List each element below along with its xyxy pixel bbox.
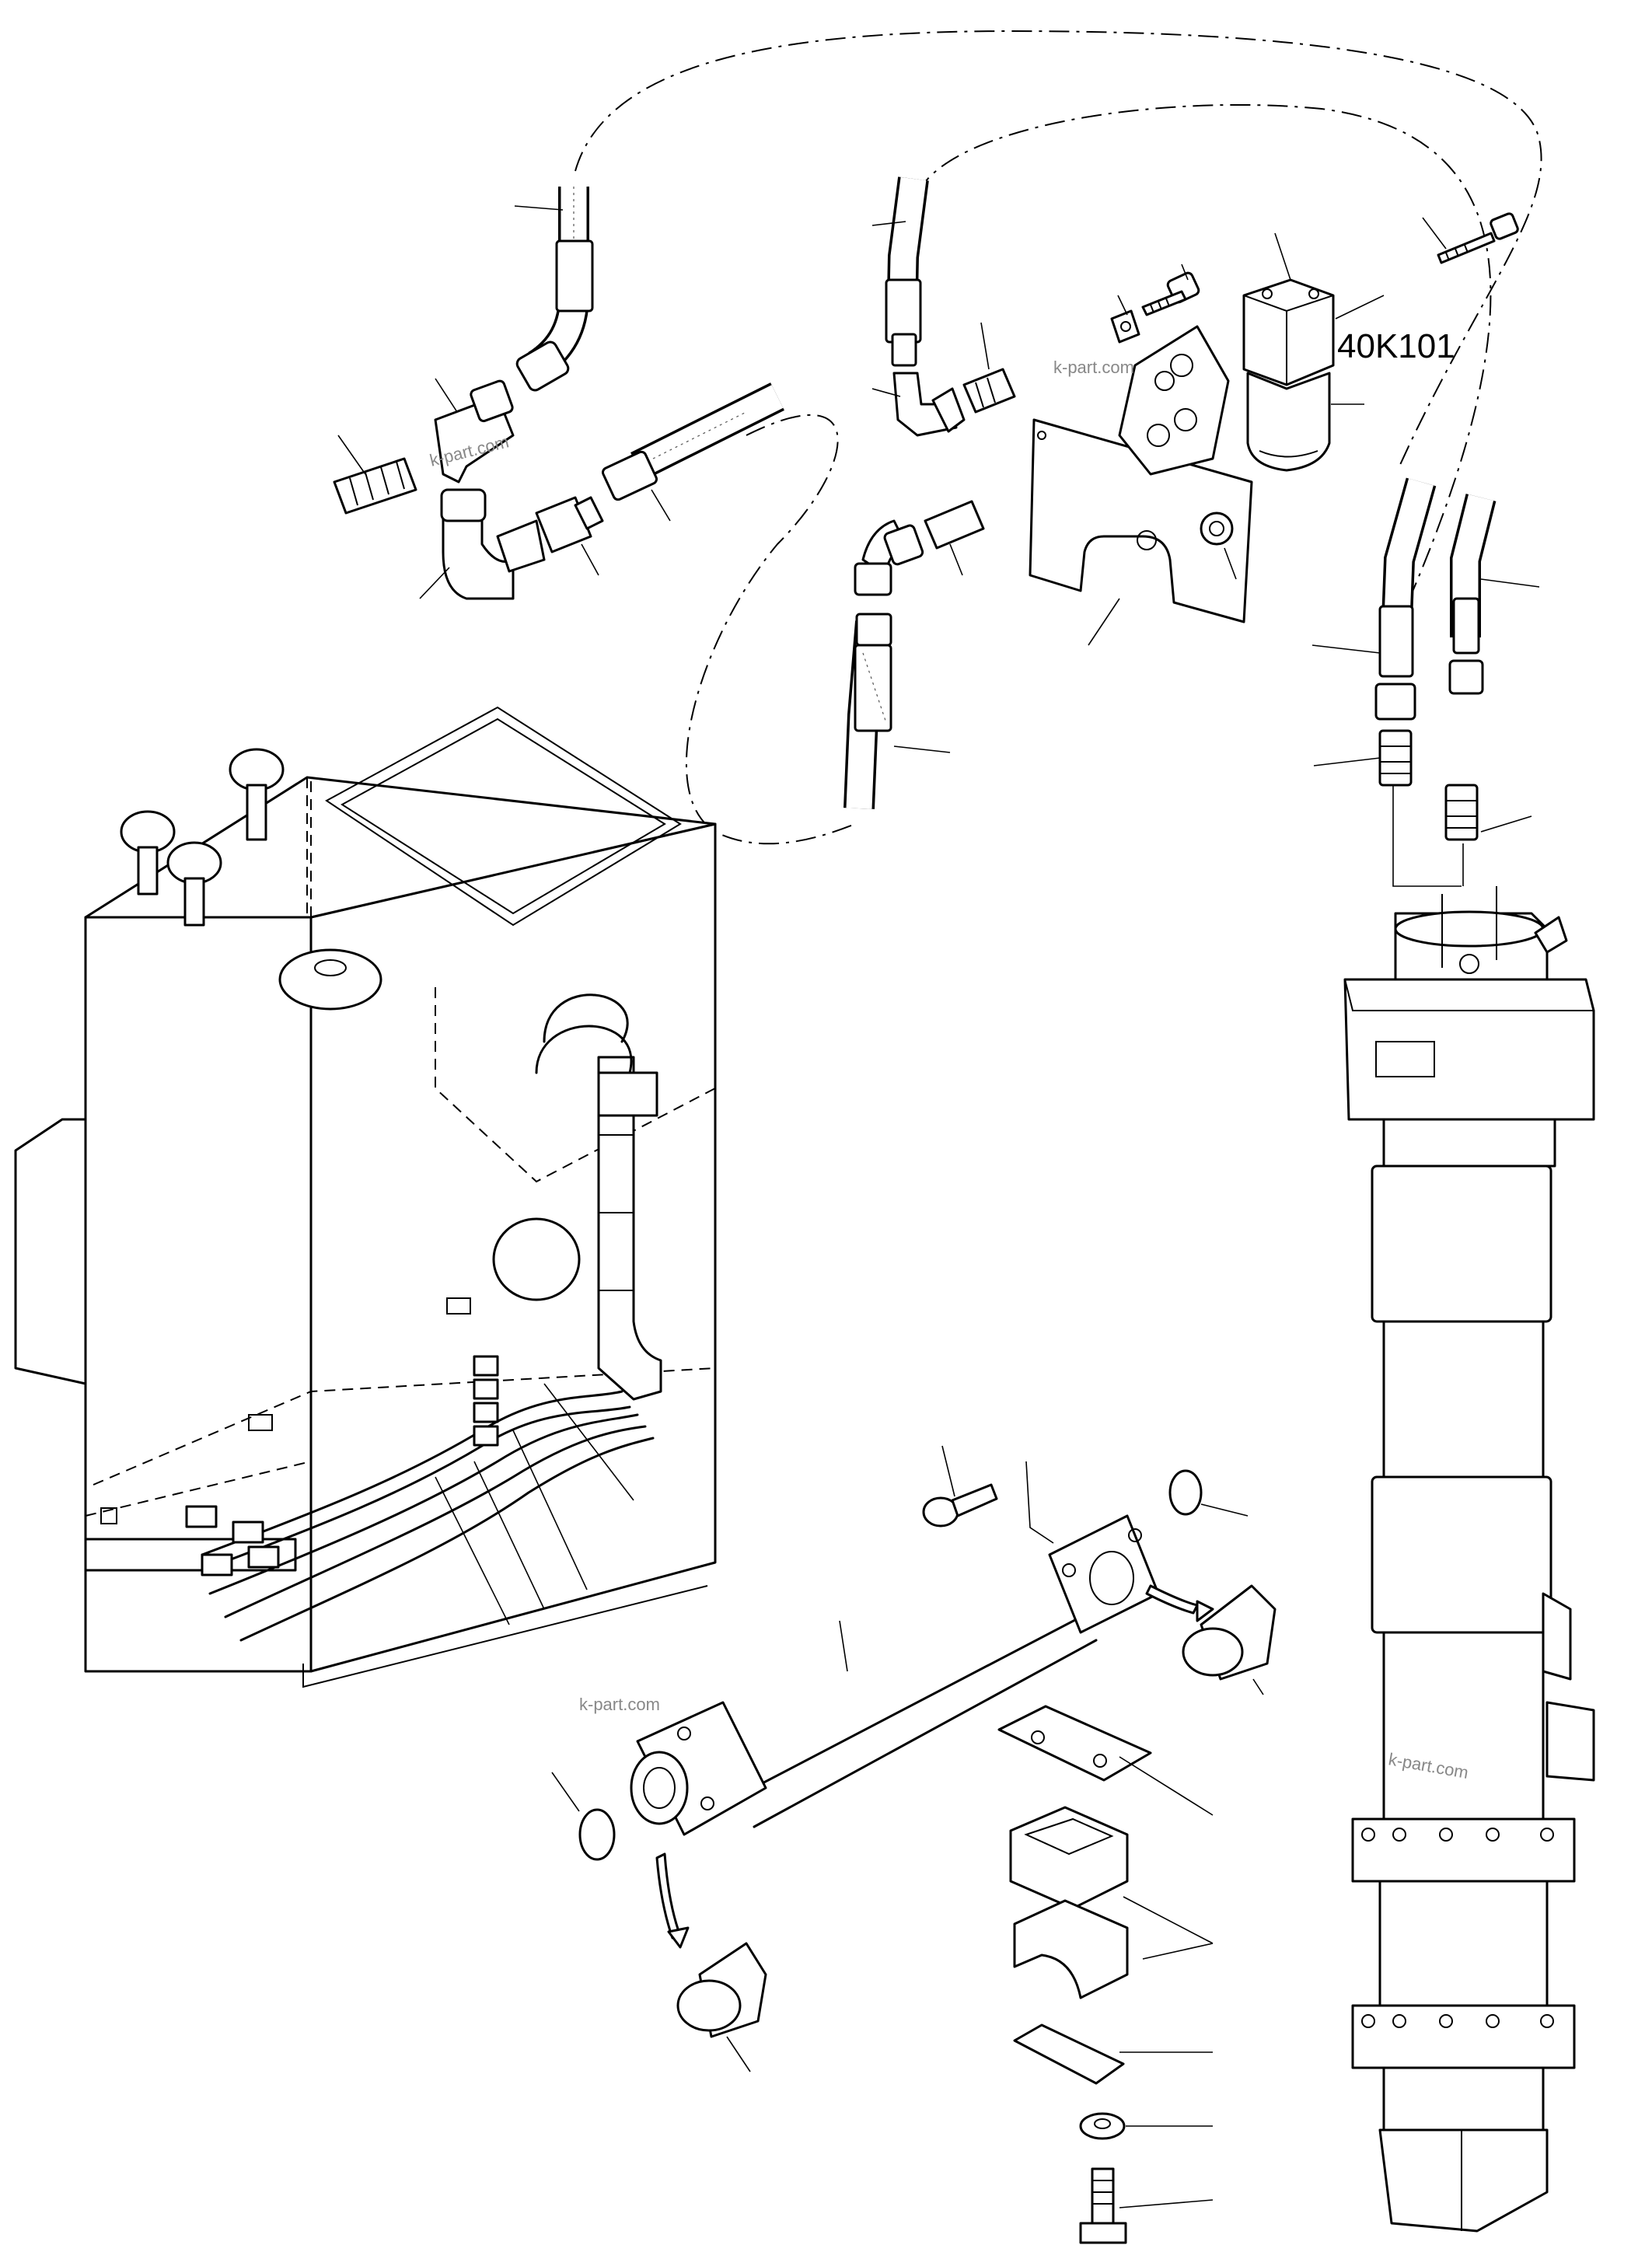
leader-line <box>941 1445 955 1497</box>
leader-line <box>949 543 963 576</box>
plug-round <box>1200 512 1234 546</box>
leader-line <box>1181 264 1189 281</box>
long-bolt <box>1437 212 1519 264</box>
leader-line <box>1025 1461 1054 1544</box>
hose-route-line <box>917 103 1492 623</box>
washer <box>1079 2112 1126 2140</box>
leader-line <box>871 221 906 226</box>
leader-line <box>473 1461 545 1610</box>
pipe-flange-assembly <box>630 1514 1160 1836</box>
leader-line <box>980 322 990 370</box>
leader-line <box>551 1772 580 1812</box>
hose-assembly-center-lower <box>843 500 985 809</box>
leader-line <box>893 745 951 753</box>
leader-line <box>871 388 901 397</box>
tank-pipes <box>185 993 662 1642</box>
leader-line <box>1480 578 1540 588</box>
protective-plug <box>655 1852 767 2038</box>
leader-line <box>1422 217 1447 250</box>
leader-line <box>1142 1943 1214 1960</box>
hose-route-line <box>575 30 1542 467</box>
hydraulic-cylinder <box>1343 886 1595 2233</box>
protective-plug <box>1145 1584 1277 1681</box>
clamp-halves <box>1009 1806 1129 1999</box>
hose-assembly-left <box>333 187 784 600</box>
leader-line <box>839 1620 848 1672</box>
plug-small <box>1110 309 1140 344</box>
leader-line <box>1392 785 1462 887</box>
leader-line <box>1480 815 1532 833</box>
leader-line <box>1311 644 1381 654</box>
leader-line <box>1117 295 1128 316</box>
hydraulic-tank <box>14 706 717 1688</box>
clamp-plate-bottom <box>1013 2023 1125 2085</box>
leader-line <box>1123 1896 1214 1944</box>
leader-line <box>1200 1503 1249 1517</box>
solenoid-valve-40K101 <box>1242 278 1335 472</box>
watermark: k-part.com <box>579 1695 660 1714</box>
leader-line <box>1088 598 1120 646</box>
valve-subplate <box>1118 325 1230 476</box>
leader-line <box>512 1430 588 1590</box>
o-ring <box>1168 1469 1203 1516</box>
hex-bolt <box>1079 2167 1127 2244</box>
hose-route-line <box>685 414 856 845</box>
leader-line <box>1274 232 1291 281</box>
socket-cap-bolt <box>922 1483 998 1528</box>
leader-line <box>1335 295 1385 319</box>
leader-line <box>435 1476 510 1625</box>
leader-line <box>726 2036 751 2072</box>
leader-line <box>1252 1678 1264 1695</box>
component-label: 40K101 <box>1337 327 1455 365</box>
bolt-small <box>1141 271 1200 316</box>
hose-assembly-center <box>885 176 1016 437</box>
leader-line <box>1313 757 1381 766</box>
leader-line <box>1119 1756 1214 1816</box>
leader-line <box>1224 547 1237 580</box>
watermark: k-part.com <box>1053 358 1134 377</box>
hose-pair-right <box>1374 477 1497 841</box>
leader-line <box>1119 2199 1214 2208</box>
leader-line <box>543 1383 634 1501</box>
leader-lines-top-left <box>337 205 671 599</box>
mounting-plate <box>1029 418 1253 623</box>
clamp-plate-top <box>997 1705 1152 1782</box>
